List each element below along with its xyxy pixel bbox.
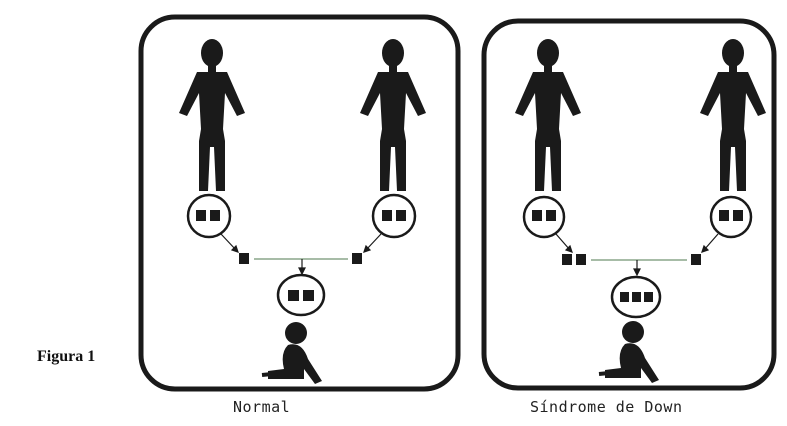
meiosis-arrow-left: [556, 234, 572, 252]
panel-down-syndrome: [484, 21, 774, 388]
chromosome-square-icon: [644, 292, 653, 302]
parent-figure-right-icon: [360, 39, 426, 191]
heredity-diagram: [128, 6, 780, 422]
parent-cell-right: [711, 197, 751, 237]
panel-label-normal: Normal: [233, 398, 290, 416]
chromosome-square-icon: [288, 290, 299, 301]
panel-label-down-syndrome: Síndrome de Down: [530, 398, 683, 416]
parent-cell-right: [373, 195, 415, 237]
parent-figure-right-icon: [700, 39, 766, 191]
chromosome-square-icon: [632, 292, 641, 302]
gamete-left-disomic: [576, 254, 586, 265]
meiosis-arrow-right: [702, 234, 718, 252]
chromosome-square-icon: [382, 210, 392, 221]
baby-figure-icon: [262, 322, 322, 384]
meiosis-arrow-right: [364, 234, 381, 252]
offspring-cell-trisomy: [612, 277, 660, 317]
chromosome-square-icon: [719, 210, 729, 221]
chromosome-square-icon: [196, 210, 206, 221]
chromosome-square-icon: [532, 210, 542, 221]
parent-figure-left-icon: [515, 39, 581, 191]
figure-caption: Figura 1: [37, 348, 95, 366]
parent-cell-left: [524, 197, 564, 237]
parent-figure-left-icon: [179, 39, 245, 191]
panel-normal: [141, 17, 458, 389]
gamete-right: [691, 254, 701, 265]
chromosome-square-icon: [303, 290, 314, 301]
chromosome-square-icon: [396, 210, 406, 221]
gamete-left-disomic: [562, 254, 572, 265]
meiosis-arrow-left: [221, 234, 238, 252]
chromosome-square-icon: [733, 210, 743, 221]
chromosome-square-icon: [620, 292, 629, 302]
parent-cell-left: [188, 195, 230, 237]
chromosome-square-icon: [210, 210, 220, 221]
fertilization-arrow: [634, 260, 640, 275]
gamete-right: [352, 253, 362, 264]
chromosome-square-icon: [546, 210, 556, 221]
baby-figure-icon: [599, 321, 659, 383]
offspring-cell: [278, 275, 324, 315]
gamete-left: [239, 253, 249, 264]
fertilization-arrow: [299, 259, 305, 274]
